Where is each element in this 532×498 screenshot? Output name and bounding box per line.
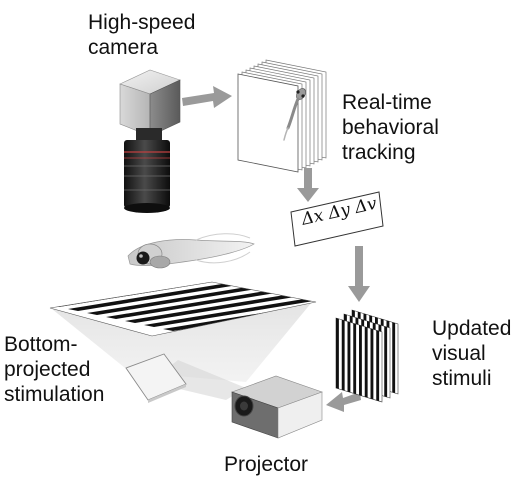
projector-side [277, 391, 323, 439]
label-tracking: Real-time behavioral tracking [342, 90, 439, 165]
video-frame-stack [237, 59, 327, 173]
stimulus-stripe [370, 328, 374, 400]
camera-lens-rim [124, 203, 170, 213]
stimulus-stripe [392, 322, 396, 394]
label-camera-line-2: camera [88, 36, 159, 59]
label-projector: Projector [224, 453, 309, 476]
delta-box [290, 191, 384, 247]
label-stimuli-line-3: stimuli [432, 367, 492, 390]
stimulus-stripe [336, 318, 339, 389]
label-projection: Bottom- projected stimulation [4, 332, 104, 407]
label-stimuli-line-1: Updated [432, 317, 512, 340]
stimulus-stripe [341, 319, 345, 391]
label-projection-line-3: stimulation [4, 383, 105, 406]
label-camera: High-speed camera [88, 10, 195, 60]
stimulus-stripe [384, 326, 388, 398]
stimulus-stripe [364, 326, 368, 398]
camera-body-side [149, 79, 181, 137]
label-tracking-line-2: behavioral [342, 116, 439, 139]
mirror [125, 353, 187, 403]
larva-eye [136, 251, 150, 265]
arrow-stimuli-to-projector [326, 392, 361, 412]
label-camera-line-1: High-speed [88, 11, 196, 34]
arrow-delta-to-stimuli [348, 246, 370, 302]
stimulus-stripe [353, 323, 357, 395]
label-tracking-line-3: tracking [342, 141, 416, 164]
camera-lens-mount [136, 128, 162, 142]
label-projection-line-2: projected [4, 358, 91, 381]
camera-lens [124, 140, 170, 208]
stimulus-card [335, 317, 383, 403]
label-stimuli-line-2: visual [432, 342, 486, 365]
stimulus-stripe [376, 330, 380, 402]
arrow-camera-to-frames [182, 86, 232, 108]
stimulus-stripe [359, 325, 362, 396]
label-stimuli: Updated visual stimuli [432, 316, 511, 391]
projector [231, 375, 323, 439]
stimulus-stripe [347, 321, 351, 393]
arrow-frames-to-delta [297, 168, 319, 202]
label-projection-line-1: Bottom- [4, 333, 78, 356]
video-frame-front [237, 73, 299, 173]
label-tracking-line-1: Real-time [342, 91, 432, 114]
high-speed-camera [119, 69, 181, 213]
larva-top-view [283, 88, 306, 141]
stimulus-card-stack [335, 309, 399, 403]
larva-side-view [127, 233, 255, 269]
